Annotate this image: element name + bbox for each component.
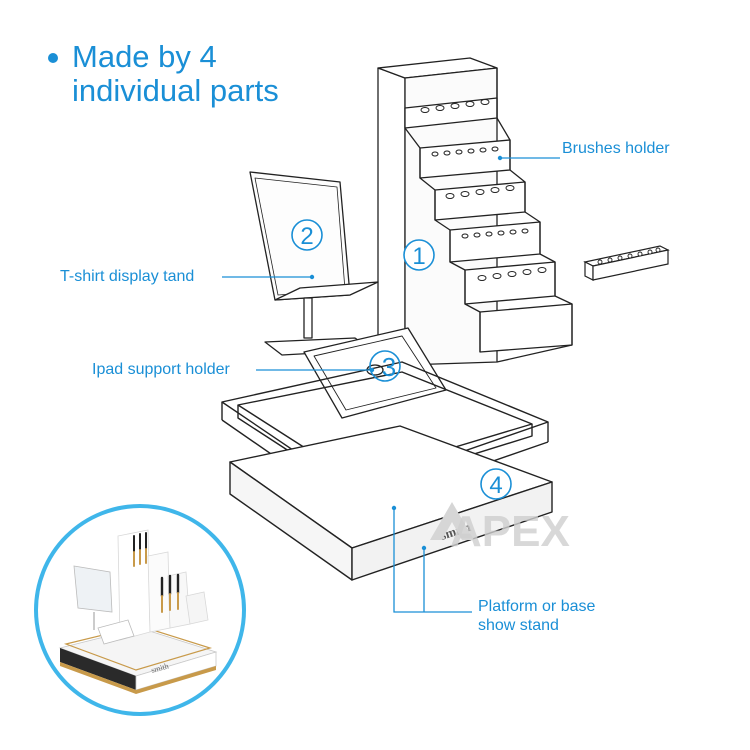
bullet-icon xyxy=(48,53,58,63)
label-platform-line-1: Platform or base xyxy=(478,598,596,615)
platform-base-part: smith xyxy=(229,425,553,581)
label-platform-base: Platform or base show stand xyxy=(478,597,595,635)
label-platform-line-2: show stand xyxy=(478,617,559,634)
watermark: APEX xyxy=(430,502,570,556)
watermark-text: APEX xyxy=(450,507,570,556)
inset-brushes xyxy=(133,532,180,613)
svg-text:1: 1 xyxy=(412,243,425,270)
brushes-holder-part xyxy=(377,57,573,366)
watermark-mark-icon xyxy=(430,502,474,540)
part-number-1: 1 xyxy=(403,239,435,271)
label-brushes-holder: Brushes holder xyxy=(562,140,670,157)
inset-photo: smith xyxy=(34,504,246,716)
headline-line-2: individual parts xyxy=(72,73,279,108)
leader-lines xyxy=(222,155,560,613)
tshirt-display-part xyxy=(249,171,379,356)
part-number-2: 2 xyxy=(291,219,323,251)
headline: Made by 4 individual parts xyxy=(48,40,279,108)
part-number-3: 3 xyxy=(369,350,401,382)
svg-text:4: 4 xyxy=(489,472,502,499)
brush-holes xyxy=(420,99,547,281)
label-ipad-holder: Ipad support holder xyxy=(92,361,230,378)
svg-text:2: 2 xyxy=(300,223,313,250)
label-tshirt-display: T-shirt display tand xyxy=(60,268,195,285)
svg-text:3: 3 xyxy=(382,352,396,382)
brush-bar-piece xyxy=(583,245,670,281)
part-number-4: 4 xyxy=(480,468,512,500)
headline-line-1: Made by 4 xyxy=(72,39,217,74)
